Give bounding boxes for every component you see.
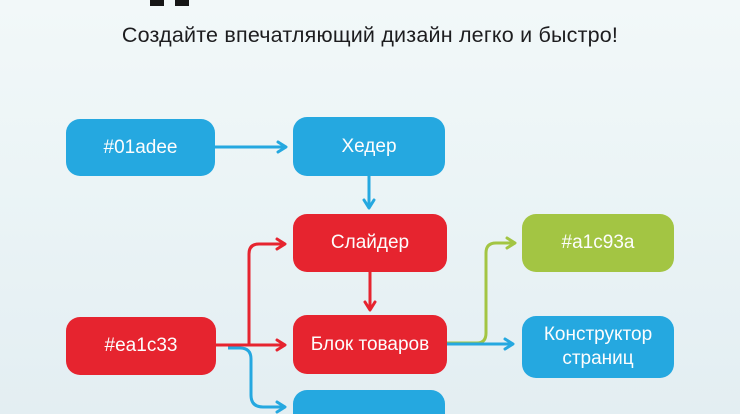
cutoff-title-fragment [175, 0, 189, 6]
cutoff-title-fragment [150, 0, 164, 6]
edge-products-to-a1c93a [446, 236, 517, 345]
node-products: Блок товаров [293, 315, 447, 374]
node-color-red: #ea1c33 [66, 317, 216, 375]
node-label: #a1c93a [561, 232, 635, 254]
node-color-blue: #01adee [66, 119, 215, 176]
subtitle: Создайте впечатляющий дизайн легко и быс… [121, 23, 619, 47]
node-slider: Слайдер [293, 214, 447, 272]
node-page-builder: Конструктор страниц [522, 316, 674, 378]
edge-ea1c33-to-bottom [228, 346, 287, 414]
node-label: Слайдер [330, 232, 410, 254]
node-label: Блок товаров [310, 333, 430, 355]
node-bottom-partial [293, 390, 445, 414]
edge-ea1c33-to-slider [247, 237, 287, 345]
node-label: Конструктор страниц [543, 324, 653, 369]
node-label: Хедер [341, 135, 397, 157]
node-label: #01adee [103, 136, 178, 158]
node-label: #ea1c33 [104, 335, 178, 357]
node-color-green: #a1c93a [522, 214, 674, 272]
node-header: Хедер [293, 117, 445, 176]
